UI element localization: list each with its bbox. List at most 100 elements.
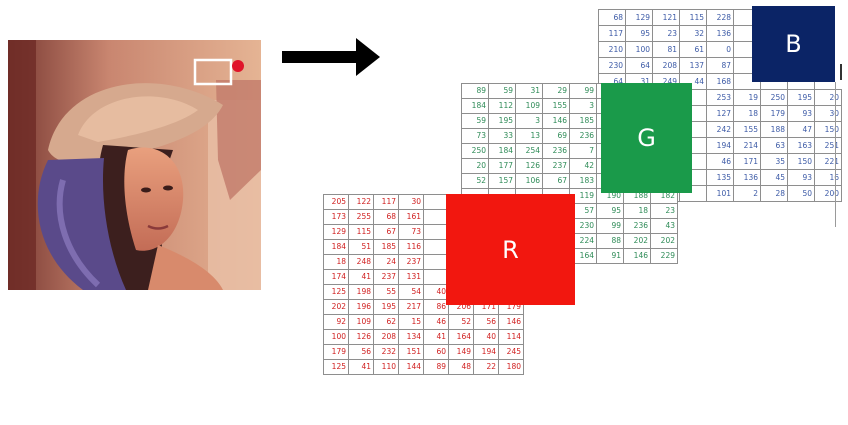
grid-cell: 87 bbox=[706, 57, 734, 74]
grid-cell: 40 bbox=[473, 329, 499, 345]
grid-cell: 110 bbox=[373, 359, 399, 375]
grid-cell: 95 bbox=[625, 25, 653, 42]
grid-cell: 205 bbox=[323, 194, 349, 210]
grid-cell: 253 bbox=[706, 89, 734, 106]
grid-cell bbox=[423, 254, 449, 270]
grid-cell: 179 bbox=[760, 105, 788, 122]
grid-cell: 131 bbox=[398, 269, 424, 285]
grid-cell: 208 bbox=[652, 57, 680, 74]
grid-cell: 35 bbox=[760, 153, 788, 170]
grid-cell: 59 bbox=[461, 113, 489, 129]
grid-cell: 59 bbox=[488, 83, 516, 99]
grid-cell: 48 bbox=[448, 359, 474, 375]
grid-cell: 115 bbox=[679, 9, 707, 26]
grid-cell: 237 bbox=[542, 158, 570, 174]
grid-cell: 40 bbox=[423, 284, 449, 300]
grid-cell: 22 bbox=[473, 359, 499, 375]
grid-cell: 63 bbox=[760, 137, 788, 154]
grid-cell: 31 bbox=[515, 83, 543, 99]
grid-cell: 232 bbox=[373, 344, 399, 360]
lena-photo bbox=[8, 40, 261, 290]
grid-cell: 196 bbox=[348, 299, 374, 315]
grid-cell: 89 bbox=[461, 83, 489, 99]
grid-cell bbox=[423, 224, 449, 240]
grid-cell: 62 bbox=[373, 314, 399, 330]
grid-cell: 2 bbox=[733, 185, 761, 202]
grid-cell: 68 bbox=[373, 209, 399, 225]
grid-cell: 30 bbox=[814, 105, 842, 122]
grid-cell: 117 bbox=[598, 25, 626, 42]
grid-cell: 54 bbox=[398, 284, 424, 300]
grid-cell: 171 bbox=[733, 153, 761, 170]
grid-cell: 20 bbox=[461, 158, 489, 174]
grid-cell: 15 bbox=[398, 314, 424, 330]
grid-cell: 236 bbox=[542, 143, 570, 159]
grid-cell: 161 bbox=[398, 209, 424, 225]
grid-cell: 168 bbox=[706, 73, 734, 90]
grid-cell: 150 bbox=[814, 121, 842, 138]
lena-photo-illustration bbox=[8, 40, 261, 290]
grid-cell: 92 bbox=[323, 314, 349, 330]
grid-cell: 24 bbox=[373, 254, 399, 270]
grid-cell: 41 bbox=[348, 269, 374, 285]
grid-cell: 126 bbox=[348, 329, 374, 345]
grid-cell: 136 bbox=[706, 25, 734, 42]
grid-cell: 112 bbox=[488, 98, 516, 114]
grid-cell: 200 bbox=[814, 185, 842, 202]
grid-cell: 248 bbox=[348, 254, 374, 270]
red-channel-label: R bbox=[446, 194, 575, 305]
grid-cell: 229 bbox=[650, 248, 678, 264]
grid-cell: 237 bbox=[373, 269, 399, 285]
grid-cell: 0 bbox=[706, 41, 734, 58]
grid-cell: 185 bbox=[569, 113, 597, 129]
grid-cell: 155 bbox=[733, 121, 761, 138]
grid-cell: 30 bbox=[398, 194, 424, 210]
grid-cell: 19 bbox=[733, 89, 761, 106]
grid-cell: 45 bbox=[760, 169, 788, 186]
grid-cell: 228 bbox=[706, 9, 734, 26]
grid-cell: 50 bbox=[787, 185, 815, 202]
grid-cell: 13 bbox=[515, 128, 543, 144]
grid-cell: 129 bbox=[323, 224, 349, 240]
grid-cell: 73 bbox=[461, 128, 489, 144]
grid-cell: 114 bbox=[498, 329, 524, 345]
grid-cell: 18 bbox=[323, 254, 349, 270]
grid-cell: 144 bbox=[398, 359, 424, 375]
grid-cell: 136 bbox=[733, 169, 761, 186]
grid-cell: 127 bbox=[706, 105, 734, 122]
grid-cell: 99 bbox=[569, 83, 597, 99]
grid-cell: 93 bbox=[787, 169, 815, 186]
grid-cell: 164 bbox=[448, 329, 474, 345]
grid-cell: 81 bbox=[652, 41, 680, 58]
grid-cell: 23 bbox=[650, 203, 678, 219]
grid-cell: 236 bbox=[623, 218, 651, 234]
grid-cell: 135 bbox=[706, 169, 734, 186]
grid-cell: 177 bbox=[488, 158, 516, 174]
grid-cell: 210 bbox=[598, 41, 626, 58]
grid-cell: 188 bbox=[760, 121, 788, 138]
grid-cell: 52 bbox=[448, 314, 474, 330]
grid-cell: 46 bbox=[423, 314, 449, 330]
grid-cell: 117 bbox=[373, 194, 399, 210]
grid-cell: 67 bbox=[542, 173, 570, 189]
grid-cell: 69 bbox=[542, 128, 570, 144]
grid-cell: 88 bbox=[596, 233, 624, 249]
grid-cell: 67 bbox=[373, 224, 399, 240]
grid-cell: 68 bbox=[598, 9, 626, 26]
grid-cell: 33 bbox=[488, 128, 516, 144]
grid-cell: 52 bbox=[461, 173, 489, 189]
grid-cell: 16 bbox=[814, 169, 842, 186]
grid-cell: 100 bbox=[625, 41, 653, 58]
grid-cell: 18 bbox=[623, 203, 651, 219]
grid-cell: 184 bbox=[461, 98, 489, 114]
grid-cell: 180 bbox=[498, 359, 524, 375]
grid-cell: 185 bbox=[373, 239, 399, 255]
grid-cell: 129 bbox=[625, 9, 653, 26]
grid-cell: 91 bbox=[596, 248, 624, 264]
grid-cell: 51 bbox=[348, 239, 374, 255]
grid-cell: 28 bbox=[760, 185, 788, 202]
